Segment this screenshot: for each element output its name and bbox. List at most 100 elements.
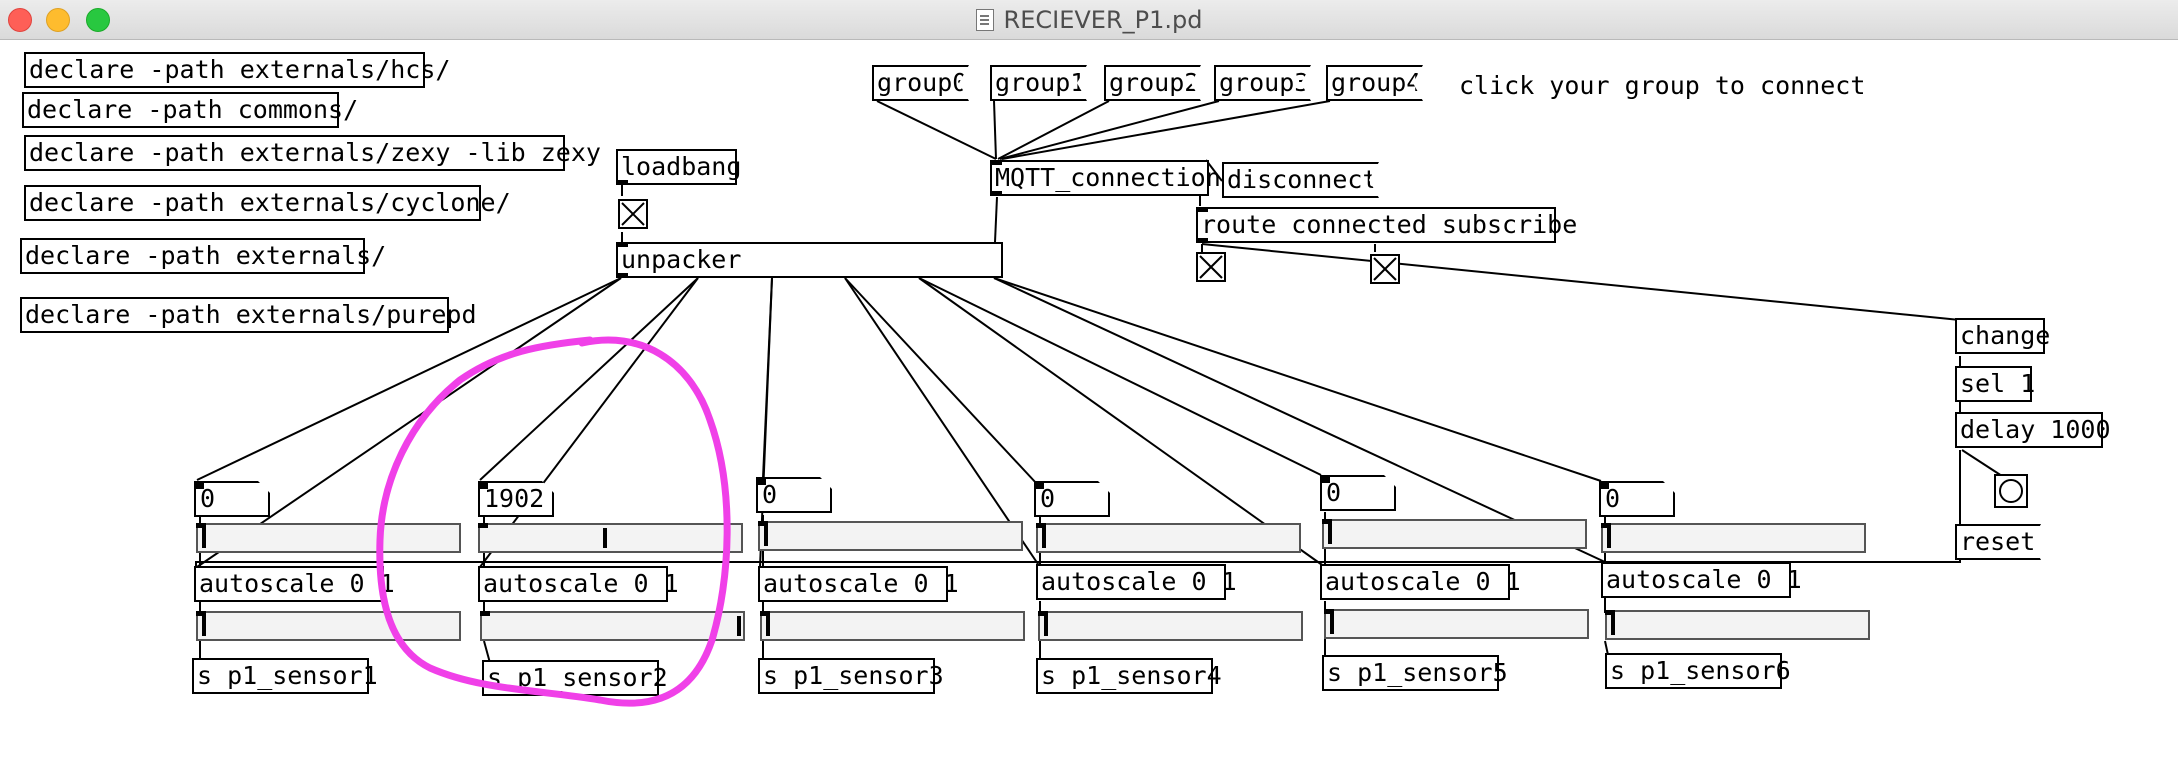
change-object[interactable]: change <box>1955 318 2050 354</box>
autoscale-4[interactable]: autoscale 0 1 <box>1036 564 1237 600</box>
input-slider-2[interactable] <box>478 523 743 553</box>
number-box-1[interactable]: 0 <box>194 481 270 517</box>
send-sensor6[interactable]: s p1_sensor6 <box>1605 653 1791 689</box>
send-sensor3-label: s p1_sensor3 <box>763 661 944 690</box>
number-box-3[interactable]: 0 <box>756 477 832 513</box>
autoscale-3[interactable]: autoscale 0 1 <box>758 566 959 602</box>
send-sensor4[interactable]: s p1_sensor4 <box>1036 658 1222 694</box>
sel-object[interactable]: sel 1 <box>1955 366 2036 402</box>
loadbang-outlet <box>616 180 628 185</box>
autoscale-2[interactable]: autoscale 0 1 <box>478 566 679 602</box>
send-sensor5[interactable]: s p1_sensor5 <box>1322 655 1508 691</box>
declare-hcs[interactable]: declare -path externals/hcs/ <box>24 52 450 88</box>
slider-knob[interactable] <box>1044 616 1048 636</box>
output-slider-6[interactable] <box>1605 610 1870 640</box>
unpacker-object[interactable]: unpacker <box>616 242 1003 278</box>
slider-knob[interactable] <box>1611 615 1615 635</box>
send-sensor4-label: s p1_sensor4 <box>1041 661 1222 690</box>
slider-knob[interactable] <box>764 526 768 546</box>
group1-label: group1 <box>995 68 1086 97</box>
cord-unpack-num2 <box>479 277 699 481</box>
cord-unpack-num6 <box>993 277 1602 482</box>
number-box-4[interactable]: 0 <box>1034 481 1110 517</box>
slider-knob[interactable] <box>202 528 206 548</box>
group0-message[interactable]: group0 <box>872 65 969 101</box>
close-window-button[interactable] <box>8 8 32 32</box>
slider-knob[interactable] <box>1042 528 1046 548</box>
route-outlet <box>1196 238 1208 243</box>
group2-message[interactable]: group2 <box>1104 65 1201 101</box>
cord-route-change <box>1201 243 1961 321</box>
group4-label: group4 <box>1331 68 1422 97</box>
output-slider-5[interactable] <box>1324 609 1589 639</box>
bang-circle-icon <box>1999 479 2023 503</box>
input-slider-5[interactable] <box>1322 519 1587 549</box>
reset-label: reset <box>1960 527 2036 556</box>
output-slider-3[interactable] <box>760 611 1025 641</box>
number-box-2[interactable]: 1902 <box>478 481 554 517</box>
cord-unpack-scale5 <box>918 277 1326 568</box>
delay-object[interactable]: delay 1000 <box>1955 412 2111 448</box>
connected-toggle[interactable] <box>1196 252 1226 282</box>
loadbang-toggle[interactable] <box>618 199 648 229</box>
declare-externals[interactable]: declare -path externals/ <box>20 238 386 274</box>
subscribe-toggle[interactable] <box>1370 254 1400 284</box>
slider-knob[interactable] <box>737 616 741 636</box>
send-sensor2[interactable]: s p1_sensor2 <box>482 660 668 696</box>
cord-unpack-scale6 <box>993 277 1606 563</box>
sel-label: sel 1 <box>1960 369 2036 398</box>
autoscale-6-label: autoscale 0 1 <box>1606 565 1802 594</box>
slider-knob[interactable] <box>202 616 206 636</box>
number-box-5[interactable]: 0 <box>1320 475 1396 511</box>
send-sensor1[interactable]: s p1_sensor1 <box>192 658 378 694</box>
input-slider-4[interactable] <box>1036 523 1301 553</box>
declare-cyclone-label: declare -path externals/cyclone/ <box>29 188 511 217</box>
send-sensor5-label: s p1_sensor5 <box>1327 658 1508 687</box>
group3-label: group3 <box>1219 68 1310 97</box>
delay-bang[interactable] <box>1994 474 2028 508</box>
output-slider-2[interactable] <box>480 611 745 641</box>
cord-group4-mqtt <box>1001 100 1331 160</box>
declare-commons[interactable]: declare -path commons/ <box>22 92 358 128</box>
cord-group3-mqtt <box>999 100 1220 160</box>
slider-knob[interactable] <box>1330 614 1334 634</box>
input-slider-6[interactable] <box>1601 523 1866 553</box>
mqtt-connection-object[interactable]: MQTT_connection <box>990 160 1221 196</box>
cord-unpack-num4 <box>844 277 1038 485</box>
reset-message[interactable]: reset <box>1955 524 2041 560</box>
declare-cyclone[interactable]: declare -path externals/cyclone/ <box>24 185 511 221</box>
loadbang-object[interactable]: loadbang <box>616 149 741 185</box>
toggle-x-icon <box>1373 257 1397 281</box>
mqtt-inlet <box>990 160 1002 165</box>
disconnect-message[interactable]: disconnect <box>1222 162 1379 198</box>
input-slider-3[interactable] <box>758 521 1023 551</box>
minimize-window-button[interactable] <box>46 8 70 32</box>
group4-message[interactable]: group4 <box>1326 65 1423 101</box>
mqtt-outlet <box>990 191 1002 196</box>
autoscale-6[interactable]: autoscale 0 1 <box>1601 562 1802 598</box>
send-sensor3[interactable]: s p1_sensor3 <box>758 658 944 694</box>
slider-knob[interactable] <box>1607 528 1611 548</box>
toggle-x-icon <box>1199 255 1223 279</box>
declare-zexy[interactable]: declare -path externals/zexy -lib zexy <box>24 135 601 171</box>
slider-knob[interactable] <box>766 616 770 636</box>
zoom-window-button[interactable] <box>86 8 110 32</box>
autoscale-2-label: autoscale 0 1 <box>483 569 679 598</box>
output-slider-1[interactable] <box>196 611 461 641</box>
slider-knob[interactable] <box>603 528 607 548</box>
group1-message[interactable]: group1 <box>990 65 1087 101</box>
unpacker-inlet <box>616 242 628 247</box>
declare-purepd[interactable]: declare -path externals/purepd <box>20 297 477 333</box>
group3-message[interactable]: group3 <box>1214 65 1311 101</box>
autoscale-1[interactable]: autoscale 0 1 <box>194 566 395 602</box>
number-box-6[interactable]: 0 <box>1599 481 1675 517</box>
route-inlet <box>1196 207 1208 212</box>
window-title: RECIEVER_P1.pd <box>0 6 2178 34</box>
autoscale-5[interactable]: autoscale 0 1 <box>1320 564 1521 600</box>
connect-comment: click your group to connect <box>1459 71 1866 100</box>
input-slider-1[interactable] <box>196 523 461 553</box>
mqtt-connection-label: MQTT_connection <box>995 163 1221 192</box>
route-object[interactable]: route connected subscribe <box>1196 207 1577 243</box>
output-slider-4[interactable] <box>1038 611 1303 641</box>
slider-knob[interactable] <box>1328 524 1332 544</box>
